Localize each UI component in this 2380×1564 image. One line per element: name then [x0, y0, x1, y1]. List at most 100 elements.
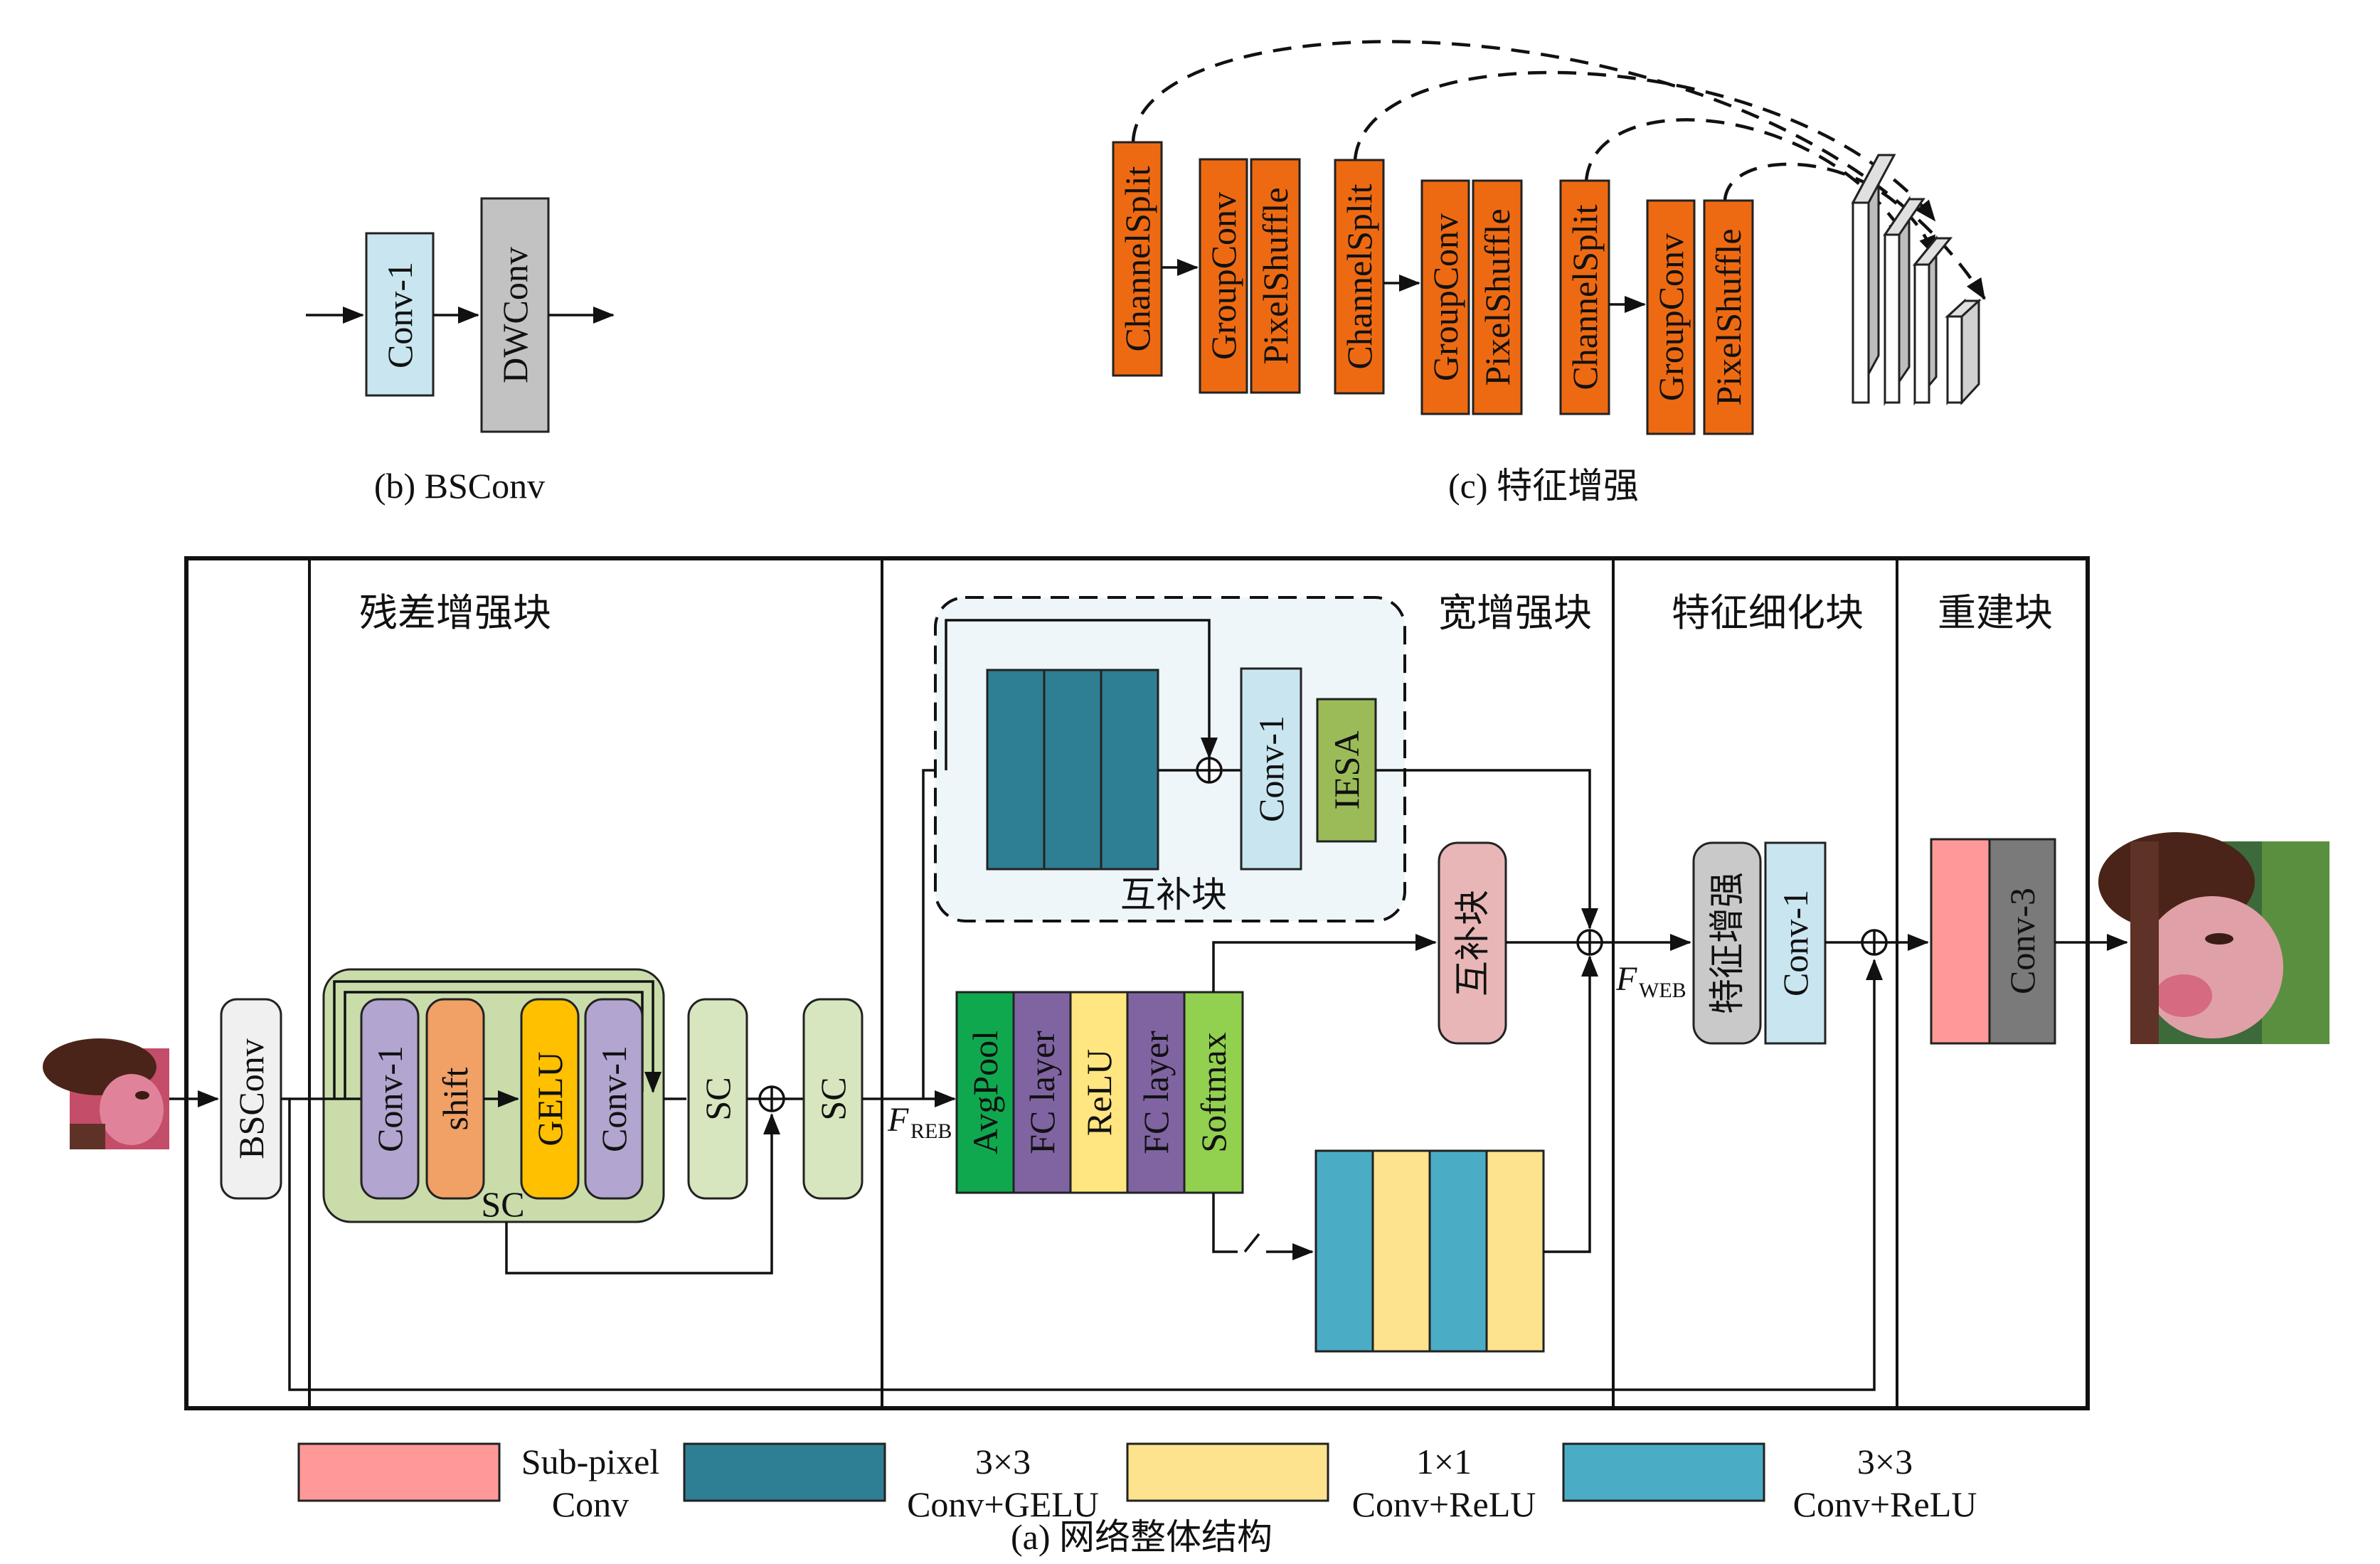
feature-enhance-label: 特征增强 — [1707, 872, 1747, 1014]
sc-skip-outer — [333, 980, 662, 1099]
subpixel-conv-block — [1930, 838, 1991, 1045]
conv1-relu-2 — [1485, 1149, 1545, 1353]
legend-text-gelu-1: 3×3 — [975, 1442, 1031, 1481]
wire-softmax-to-mutual — [1212, 934, 1437, 992]
sc-gelu-label: GELU — [530, 1051, 570, 1146]
panel-a-network: 残差增强块 宽增强块 特征细化块 重建块 BSConv Conv-1 shift… — [43, 556, 2329, 1410]
pixel-shuffle-2 — [1472, 179, 1523, 415]
feature-map-stack — [1851, 154, 1982, 406]
outer-frame — [184, 556, 2090, 1410]
legend-text-subpixel-1: Sub-pixel — [521, 1442, 659, 1481]
skip-arc-2 — [1353, 70, 1936, 222]
relu-block — [1069, 991, 1129, 1194]
section-title-rec: 重建块 — [1938, 592, 2053, 634]
pixel-shuffle-1 — [1250, 158, 1301, 394]
iesa-block — [1316, 698, 1377, 843]
output-image — [2098, 832, 2329, 1044]
input-image — [43, 1038, 169, 1149]
fc-layer-2-label: FC layer — [1136, 1031, 1176, 1154]
pixel-shuffle-3-label: PixelShuffle — [1709, 228, 1748, 405]
feature-enhance-block — [1692, 841, 1762, 1045]
skip-arc-3 — [1584, 118, 1908, 240]
group-conv-3 — [1646, 199, 1696, 435]
feature-map-1 — [1851, 154, 1896, 404]
attention-stack: AvgPool FC layer ReLU FC layer Softmax — [955, 991, 1244, 1194]
sc-block-1-label: SC — [698, 1077, 738, 1120]
panel-a-caption: (a) 网络整体结构 — [1011, 1517, 1273, 1557]
sc-conv1-a-label: Conv-1 — [370, 1046, 410, 1152]
wire-iesa-to-add — [1376, 769, 1598, 930]
sc-conv1-b-label: Conv-1 — [594, 1046, 634, 1152]
legend-swatch-conv3-relu — [1562, 1442, 1765, 1502]
panel-c-feature-enhancement: ChannelSplit GroupConv PixelShuffle Chan… — [1112, 40, 1986, 506]
legend-text-conv1-relu-1: 1×1 — [1416, 1442, 1472, 1481]
sc-gelu — [520, 998, 580, 1200]
channel-split-1 — [1112, 141, 1163, 377]
sc-shift-label: shift — [435, 1067, 475, 1130]
conv-relu-stack — [1314, 1149, 1545, 1353]
conv1-label: Conv-1 — [380, 262, 420, 368]
legend-text-conv3-relu-1: 3×3 — [1857, 1442, 1913, 1481]
conv1-refine — [1764, 841, 1827, 1045]
legend-swatch-conv-gelu — [683, 1442, 886, 1502]
mutual-block-pink-label: 互补块 — [1452, 890, 1492, 996]
legend-text-conv3-relu-2: Conv+ReLU — [1793, 1484, 1977, 1524]
conv3-label: Conv-3 — [2002, 888, 2042, 994]
wire-switch-a — [1212, 1193, 1238, 1253]
relu-label: ReLU — [1079, 1049, 1119, 1136]
legend-text-conv1-relu-2: Conv+ReLU — [1352, 1484, 1536, 1524]
mutual-block-skip — [945, 619, 1218, 770]
switch-lever — [1243, 1233, 1260, 1253]
mutual-block-caption: 互补块 — [1120, 875, 1227, 915]
teal-conv-1 — [986, 669, 1046, 871]
section-title-reb: 残差增强块 — [359, 592, 551, 634]
fc-layer-2 — [1126, 991, 1186, 1194]
pixel-shuffle-1-label: PixelShuffle — [1255, 187, 1295, 364]
conv1-mutual — [1240, 667, 1302, 871]
iesa-label: IESA — [1327, 730, 1366, 809]
sc-conv1-a — [360, 998, 420, 1200]
section-title-web: 宽增强块 — [1438, 592, 1592, 634]
reb-skip-line — [505, 1113, 780, 1275]
section-title-frb: 特征细化块 — [1672, 592, 1864, 634]
sc-frame-label: SC — [481, 1184, 524, 1224]
legend-swatch-subpixel — [297, 1442, 501, 1502]
group-conv-3-label: GroupConv — [1651, 233, 1691, 401]
panel-c-caption: (c) 特征增强 — [1448, 466, 1639, 506]
feature-map-4 — [1945, 298, 1982, 405]
global-skip-line — [281, 959, 1883, 1391]
conv3-relu-1 — [1314, 1149, 1374, 1353]
group-conv-1-label: GroupConv — [1204, 192, 1243, 360]
teal-conv-2 — [1043, 669, 1103, 871]
conv3-block — [1988, 838, 2056, 1045]
teal-conv-3 — [1100, 669, 1159, 871]
avgpool-block — [955, 991, 1015, 1194]
channel-split-1-label: ChannelSplit — [1117, 166, 1157, 351]
fc-layer-1 — [1012, 991, 1072, 1194]
sc-conv1-b — [584, 998, 644, 1200]
softmax-block — [1183, 991, 1244, 1194]
conv3-relu-2 — [1428, 1149, 1488, 1353]
wire-stack-to-add — [1544, 955, 1598, 1253]
fc-layer-1-label: FC layer — [1022, 1031, 1062, 1154]
group-conv-2-label: GroupConv — [1425, 213, 1465, 381]
skip-arc-1 — [1131, 40, 1986, 300]
panel-b-bsconv: Conv-1 DWConv (b) BSConv — [306, 197, 615, 506]
f-reb-main: F — [887, 1101, 909, 1139]
conv1-mutual-label: Conv-1 — [1251, 715, 1291, 822]
dwconv-label: DWConv — [495, 247, 535, 383]
f-web-main: F — [1615, 960, 1637, 998]
pixel-shuffle-3 — [1703, 199, 1754, 435]
bsconv-label: BSConv — [231, 1038, 271, 1159]
group-conv-2 — [1420, 179, 1470, 415]
conv1-refine-label: Conv-1 — [1775, 890, 1815, 996]
legend-swatch-conv1-relu — [1126, 1442, 1329, 1502]
sc-block-2-label: SC — [813, 1077, 853, 1120]
teal-conv-stack — [986, 669, 1159, 871]
panel-b-caption: (b) BSConv — [374, 466, 545, 506]
channel-split-3-label: ChannelSplit — [1565, 204, 1605, 390]
legend-text-gelu-2: Conv+GELU — [907, 1484, 1099, 1524]
feature-map-3 — [1912, 235, 1953, 406]
pixel-shuffle-2-label: PixelShuffle — [1477, 208, 1517, 385]
